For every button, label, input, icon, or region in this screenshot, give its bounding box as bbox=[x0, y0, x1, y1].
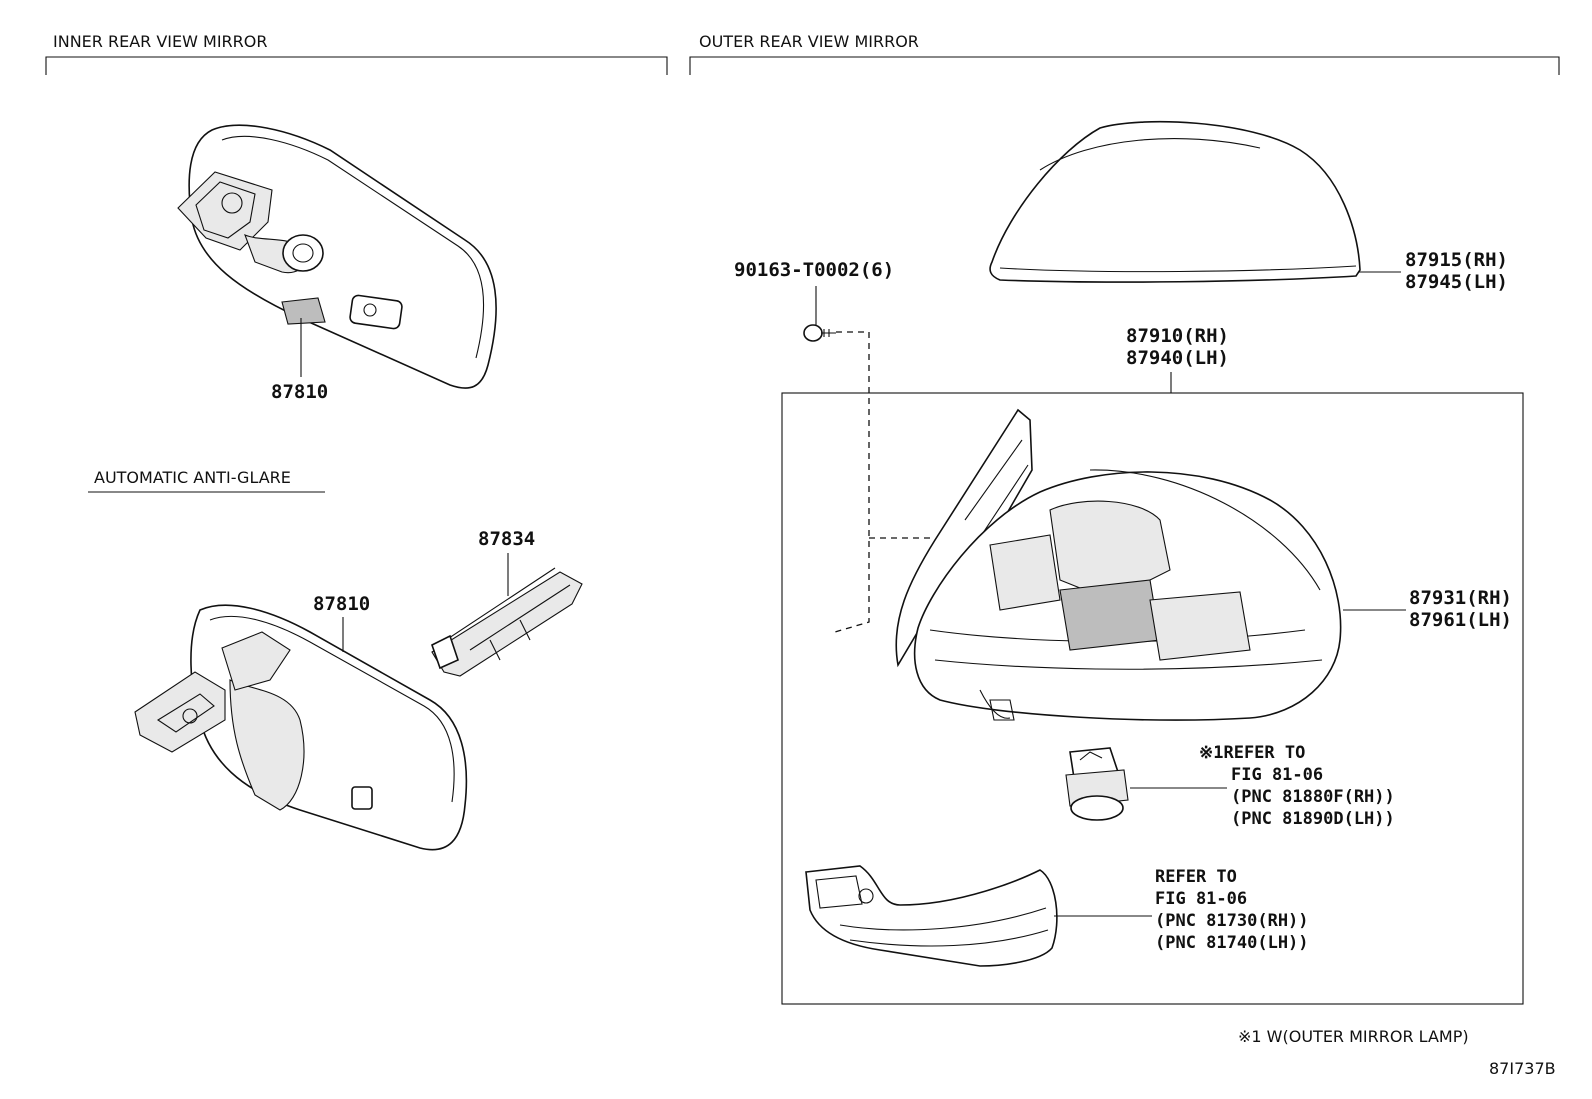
label-assy-lh: 87940(LH) bbox=[1126, 347, 1229, 369]
outer-mirror-section-title: OUTER REAR VIEW MIRROR bbox=[699, 32, 919, 51]
mirror-lamp-drawing bbox=[1065, 747, 1129, 821]
figure-code: 87I737B bbox=[1489, 1059, 1556, 1078]
label-cover-rh: 87915(RH) bbox=[1405, 249, 1508, 271]
turn-refer-line3: (PNC 81730(RH)) bbox=[1155, 911, 1309, 931]
mirror-housing-drawing bbox=[895, 408, 1342, 721]
outer-section-bracket bbox=[689, 56, 1560, 75]
mirror-cover-drawing bbox=[989, 120, 1361, 283]
assembly-box bbox=[781, 392, 1524, 1005]
screw-drawing bbox=[803, 324, 836, 342]
auto-mirror-drawing bbox=[134, 604, 468, 851]
turn-refer-line1: REFER TO bbox=[1155, 867, 1237, 887]
inner-mirror-drawing bbox=[177, 124, 497, 389]
label-cover-lh: 87945(LH) bbox=[1405, 271, 1508, 293]
label-assy-rh: 87910(RH) bbox=[1126, 325, 1229, 347]
lamp-refer-line4: (PNC 81890D(LH)) bbox=[1231, 809, 1395, 829]
lamp-refer-line3: (PNC 81880F(RH)) bbox=[1231, 787, 1395, 807]
turn-refer-line2: FIG 81-06 bbox=[1155, 889, 1247, 909]
inner-section-bracket bbox=[45, 56, 668, 75]
auto-bracket-drawing bbox=[431, 567, 583, 677]
label-auto-mirror: 87810 bbox=[313, 593, 370, 615]
lamp-refer-line1: ※1REFER TO bbox=[1199, 743, 1305, 763]
auto-anti-glare-title: AUTOMATIC ANTI-GLARE bbox=[94, 468, 291, 487]
footnote-outer-mirror-lamp: ※1 W(OUTER MIRROR LAMP) bbox=[1238, 1027, 1469, 1046]
label-screw: 90163-T0002(6) bbox=[734, 259, 894, 281]
lamp-refer-line2: FIG 81-06 bbox=[1231, 765, 1323, 785]
turn-signal-drawing bbox=[805, 865, 1058, 967]
label-inner-mirror: 87810 bbox=[271, 381, 328, 403]
label-housing-lh: 87961(LH) bbox=[1409, 609, 1512, 631]
dashed-screw-path-outer bbox=[834, 331, 870, 633]
label-housing-rh: 87931(RH) bbox=[1409, 587, 1512, 609]
inner-mirror-section-title: INNER REAR VIEW MIRROR bbox=[53, 32, 268, 51]
turn-refer-line4: (PNC 81740(LH)) bbox=[1155, 933, 1309, 953]
label-auto-bracket: 87834 bbox=[478, 528, 535, 550]
